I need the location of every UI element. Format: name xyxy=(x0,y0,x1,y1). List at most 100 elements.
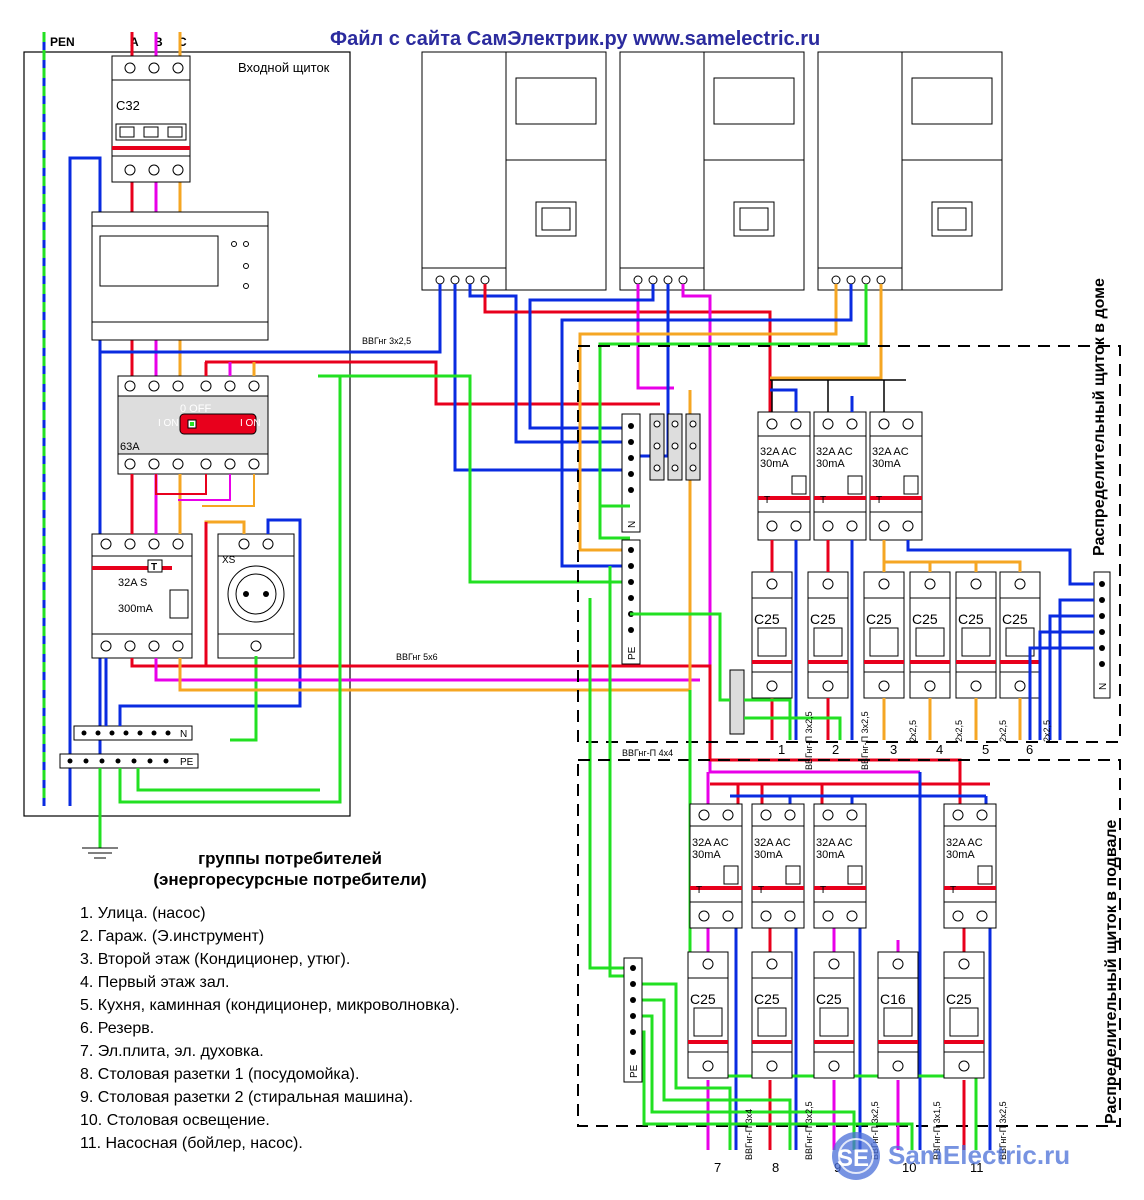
house-rcd-2[interactable]: 32A AC 30mA T xyxy=(813,411,867,541)
house-breaker-5[interactable]: C25 xyxy=(955,571,997,699)
group-number-8: 8 xyxy=(772,1160,779,1175)
input-energy-meter xyxy=(91,211,269,341)
phase-terminal-block xyxy=(649,413,701,481)
basement-breaker-1[interactable]: C25 xyxy=(687,951,729,1079)
input-pe-bar-label: PE xyxy=(180,757,194,768)
basement-rcd-3[interactable]: 32A AC 30mA T xyxy=(813,803,867,929)
legend-title-line2: (энергоресурсные потребители) xyxy=(153,870,427,889)
house-cable-label-2: ВВГнг-П 3х2,5 xyxy=(860,711,870,770)
house-cable-label-3: 2х2,5 xyxy=(908,720,918,742)
basement-rcd-4[interactable]: 32A AC 30mA T xyxy=(943,803,997,929)
input-panel-frame xyxy=(23,51,351,817)
basement-rcd-2-current: 30mA xyxy=(754,849,783,861)
house-breaker-3[interactable]: C25 xyxy=(863,571,905,699)
legend-list: 1. Улица. (насос) 2. Гараж. (Э.инструмен… xyxy=(80,902,600,1155)
house-breaker-2-label: C25 xyxy=(810,611,836,627)
house-rcd-1[interactable]: 32A AC 30mA T xyxy=(757,411,811,541)
input-rcd-32a[interactable]: T 32A S 300mA xyxy=(91,533,193,659)
basement-rcd-2[interactable]: 32A AC 30mA T xyxy=(751,803,805,929)
basement-breaker-5[interactable]: C25 xyxy=(943,951,985,1079)
basement-breaker-3[interactable]: C25 xyxy=(813,951,855,1079)
house-n-terminal: N xyxy=(621,413,641,533)
legend-item: 2. Гараж. (Э.инструмент) xyxy=(80,928,265,945)
consumer-groups-legend: группы потребителей (энергоресурсные пот… xyxy=(80,848,600,1155)
energy-meter-3 xyxy=(817,51,1003,291)
house-pe-mini xyxy=(729,669,745,735)
house-cable-4x4: ВВГнг-П 4х4 xyxy=(622,748,673,758)
input-rcd-test: T xyxy=(151,562,157,573)
house-breaker-4[interactable]: C25 xyxy=(909,571,951,699)
input-breaker-c32[interactable]: C32 xyxy=(111,55,191,183)
basement-rcd-1-test: T xyxy=(696,885,702,896)
basement-rcd-3-rating: 32A AC xyxy=(816,837,853,849)
group-number-3: 3 xyxy=(890,742,897,757)
house-breaker-1-label: C25 xyxy=(754,611,780,627)
basement-breaker-4[interactable]: C16 xyxy=(877,951,919,1079)
house-rcd-2-current: 30mA xyxy=(816,458,845,470)
group-number-2: 2 xyxy=(832,742,839,757)
house-breaker-4-label: C25 xyxy=(912,611,938,627)
basement-breaker-5-label: C25 xyxy=(946,991,972,1007)
basement-rcd-1[interactable]: 32A AC 30mA T xyxy=(689,803,743,929)
cable-label-5x6: ВВГнг 5х6 xyxy=(396,652,438,662)
logo-badge: SE xyxy=(837,1145,869,1172)
basement-rcd-4-test: T xyxy=(950,885,956,896)
changeover-switch-63a[interactable]: 0 OFF I ON I ON 63A xyxy=(117,375,269,475)
group-number-1: 1 xyxy=(778,742,785,757)
legend-item: 8. Столовая разетки 1 (посудомойка). xyxy=(80,1066,360,1083)
energy-meter-2 xyxy=(619,51,805,291)
basement-breaker-2-label: C25 xyxy=(754,991,780,1007)
house-rcd-2-test: T xyxy=(820,495,826,506)
basement-cable-label-11: ВВГнг-П 3х2,5 xyxy=(998,1101,1008,1160)
house-pe-terminal: PE xyxy=(621,539,641,665)
house-breaker-1[interactable]: C25 xyxy=(751,571,793,699)
incoming-wires xyxy=(42,32,420,806)
house-breaker-6[interactable]: C25 xyxy=(999,571,1041,699)
page-title: Файл с сайта СамЭлектрик.ру www.samelect… xyxy=(330,28,820,50)
house-cable-label-4: 2х2,5 xyxy=(954,720,964,742)
legend-item: 6. Резерв. xyxy=(80,1020,155,1037)
input-rcd-rating: 32A S xyxy=(118,577,147,589)
house-cable-label-1: ВВГнг-П 3х2,5 xyxy=(804,711,814,770)
house-cable-label-6: 2х2,5 xyxy=(1042,720,1052,742)
house-breaker-6-label: C25 xyxy=(1002,611,1028,627)
basement-cable-label-8: ВВГнг-П 3х2,5 xyxy=(804,1101,814,1160)
legend-item: 11. Насосная (бойлер, насос). xyxy=(80,1135,303,1152)
switch-on-right: I ON xyxy=(240,418,261,429)
phase-a-label: A xyxy=(130,35,139,49)
house-n-label: N xyxy=(627,521,638,528)
group-number-7: 7 xyxy=(714,1160,721,1175)
house-pe-label: PE xyxy=(627,646,638,660)
switch-off-label: 0 OFF xyxy=(180,403,211,415)
house-rcd-3[interactable]: 32A AC 30mA T xyxy=(869,411,923,541)
house-cable-label-5: 2х2,5 xyxy=(998,720,1008,742)
basement-cable-label-10: ВВГнг-П 3х1,5 xyxy=(932,1101,942,1160)
basement-rcd-3-current: 30mA xyxy=(816,849,845,861)
house-breaker-3-label: C25 xyxy=(866,611,892,627)
house-rcd-1-rating: 32A AC xyxy=(760,446,797,458)
pen-label: PEN xyxy=(50,35,75,49)
basement-rcd-2-test: T xyxy=(758,885,764,896)
basement-rcd-4-rating: 32A AC xyxy=(946,837,983,849)
basement-pe-terminal: PE xyxy=(623,957,643,1083)
basement-breaker-1-label: C25 xyxy=(690,991,716,1007)
input-panel-wires xyxy=(98,362,700,804)
phase-b-label: B xyxy=(154,35,163,49)
basement-breaker-2[interactable]: C25 xyxy=(751,951,793,1079)
group-number-5: 5 xyxy=(982,742,989,757)
group-number-6: 6 xyxy=(1026,742,1033,757)
house-breaker-2[interactable]: C25 xyxy=(807,571,849,699)
group-number-11: 11 xyxy=(970,1160,984,1175)
house-rcd-3-test: T xyxy=(876,495,882,506)
house-rcd-3-current: 30mA xyxy=(872,458,901,470)
legend-item: 4. Первый этаж зал. xyxy=(80,974,230,991)
basement-breaker-3-label: C25 xyxy=(816,991,842,1007)
switch-on-left: I ON xyxy=(158,418,179,429)
basement-rcd-2-rating: 32A AC xyxy=(754,837,791,849)
input-pe-bar: PE xyxy=(59,753,199,769)
legend-item: 1. Улица. (насос) xyxy=(80,905,206,922)
house-rcd-1-current: 30mA xyxy=(760,458,789,470)
basement-panel-frame xyxy=(577,759,1121,1127)
legend-item: 7. Эл.плита, эл. духовка. xyxy=(80,1043,264,1060)
